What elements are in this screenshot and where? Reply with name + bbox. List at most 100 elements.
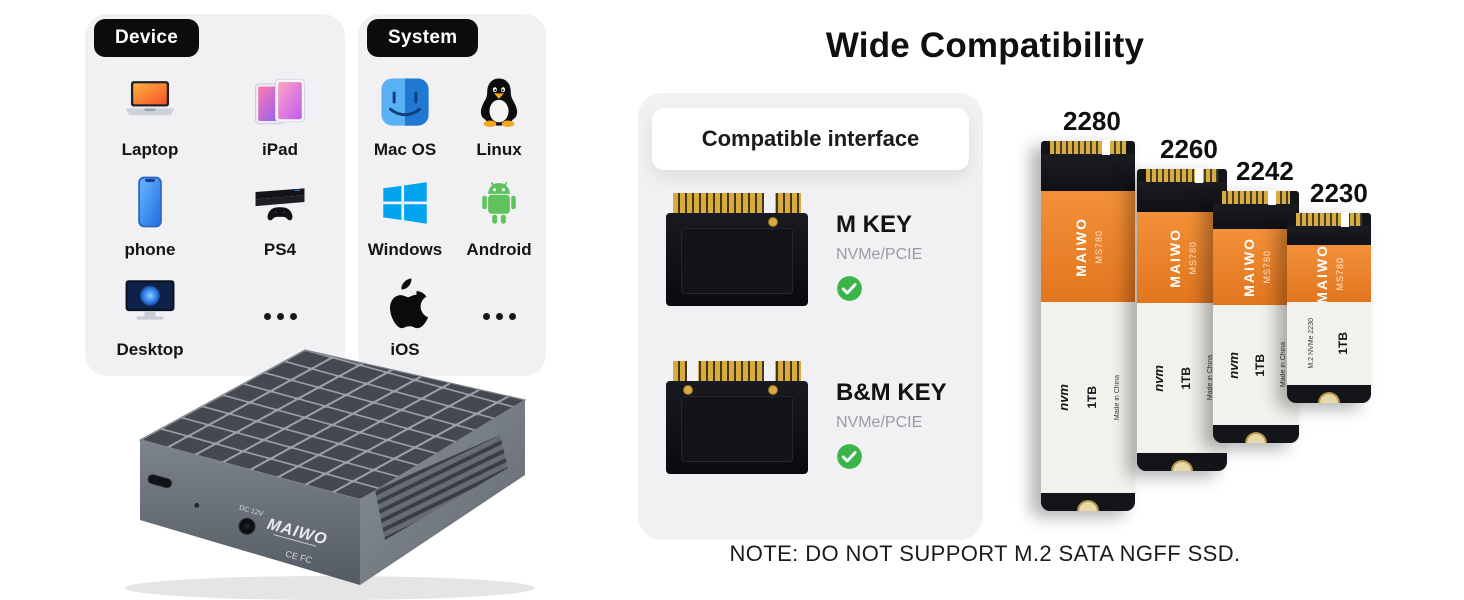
android-icon: [470, 173, 528, 231]
system-grid: Mac OS Linux Windows: [358, 66, 546, 366]
device-item-label: Laptop: [121, 139, 179, 159]
device-item-label: iPad: [262, 139, 298, 159]
ssd-2260: MAIWO MS780 nvm 1TB Made in China: [1137, 168, 1227, 471]
ssd-orange-label: MAIWO MS780: [1041, 191, 1135, 302]
system-item-ios: iOS: [358, 266, 452, 366]
device-item-label: phone: [124, 239, 176, 259]
system-item-windows: Windows: [358, 166, 452, 266]
system-item-android: Android: [452, 166, 546, 266]
ssd-pcb-bottom: [1137, 453, 1227, 471]
ssd-pcb: [1137, 182, 1227, 213]
device-item-ipad: iPad: [215, 66, 345, 166]
desktop-monitor-icon: [121, 273, 179, 331]
ssd-2242: MAIWO MS780 nvm 1TB Made in China: [1213, 190, 1299, 443]
interface-card-header: Compatible interface: [652, 108, 969, 170]
enclosure-device-image: DC 12V MAIWO CE FC: [125, 349, 535, 600]
ssd-size-label: 2260: [1160, 134, 1218, 164]
nvme-logo: nvm: [1150, 364, 1166, 392]
more-dots-icon: [263, 287, 297, 345]
system-card-title: System: [367, 19, 479, 57]
ssd-model: MS780: [1334, 256, 1345, 291]
smartphone-icon: [121, 173, 179, 231]
check-icon: [836, 443, 863, 470]
device-grid: Laptop iPad phone: [85, 66, 345, 366]
check-icon: [836, 275, 863, 302]
system-card: System Mac OS: [358, 14, 546, 376]
ssd-pcb: [1041, 154, 1135, 191]
tablet-icon: [251, 73, 309, 131]
key-type-label: M KEY: [836, 211, 913, 238]
page-title: Wide Compatibility: [825, 26, 1145, 65]
m-key-row: M KEY NVMe/PCIE: [666, 191, 923, 306]
ssd-made-in: Made in China: [1279, 342, 1287, 388]
note-text: NOTE: DO NOT SUPPORT M.2 SATA NGFF SSD.: [729, 541, 1241, 566]
led-hole: [194, 502, 200, 508]
key-subtitle: NVMe/PCIE: [836, 414, 923, 431]
ssd-pcb-bottom: [1041, 493, 1135, 511]
device-card-title: Device: [94, 19, 200, 57]
ssd-orange-label: MAIWO MS780: [1213, 229, 1299, 305]
device-card: Device Laptop iPad: [85, 14, 345, 376]
ssd-white-label: M.2 NVMe 2230 1TB: [1287, 302, 1371, 385]
ssd-pcb-bottom: [1287, 385, 1371, 403]
system-item-label: Linux: [476, 139, 522, 159]
ssd-capacity: 1TB: [1336, 332, 1350, 355]
device-item-label: Desktop: [116, 339, 184, 359]
ssd-pcb: [1287, 226, 1371, 245]
gold-fingers: [673, 359, 801, 383]
system-item-label: iOS: [390, 339, 420, 359]
key-subtitle: NVMe/PCIE: [836, 246, 923, 263]
linux-penguin-icon: [470, 73, 528, 131]
device-item-more: [215, 266, 345, 366]
ssd-model: MS780: [1093, 229, 1104, 264]
ssd-orange-label: MAIWO MS780: [1137, 212, 1227, 303]
ssd-size-label: 2280: [1063, 106, 1121, 136]
ssd-model: MS780: [1261, 250, 1272, 284]
ssd-brand: MAIWO: [1072, 216, 1089, 277]
ssd-brand: MAIWO: [1313, 245, 1330, 302]
usb-c-port: [147, 474, 173, 489]
system-item-more: [452, 266, 546, 366]
ssd-orange-label: MAIWO MS780: [1287, 245, 1371, 302]
ssd-2230: MAIWO MS780 M.2 NVMe 2230 1TB: [1287, 212, 1371, 403]
system-item-label: Mac OS: [373, 139, 437, 159]
enclosure-vents: [375, 435, 508, 540]
ssd-model: MS780: [1187, 240, 1198, 275]
enclosure-front-face: [140, 440, 360, 585]
ssd-size-label: 2230: [1310, 178, 1368, 208]
macos-finder-icon: [376, 73, 434, 131]
device-item-ps4: PS4: [215, 166, 345, 266]
compatible-interface-card: Compatible interface M KEY NVMe/PCIE: [638, 93, 983, 540]
ssd-gold-fingers: [1222, 190, 1290, 205]
system-item-label: Windows: [367, 239, 443, 259]
ssd-white-label: nvm 1TB Made in China: [1213, 304, 1299, 425]
system-item-macos: Mac OS: [358, 66, 452, 166]
ssd-white-label: nvm 1TB Made in China: [1137, 302, 1227, 453]
m-key-connector-image: [666, 191, 808, 306]
ssd-gold-fingers: [1146, 168, 1218, 183]
gold-fingers: [673, 191, 801, 215]
ssd-capacity: 1TB: [1085, 386, 1099, 409]
ssd-gold-fingers: [1296, 212, 1362, 227]
ssd-brand: MAIWO: [1166, 227, 1183, 288]
nvme-logo: nvm: [1225, 351, 1241, 379]
device-item-desktop: Desktop: [85, 266, 215, 366]
ssd-pcb: [1213, 204, 1299, 230]
apple-icon: [376, 273, 434, 331]
ssd-made-in: Made in China: [1113, 374, 1121, 421]
device-item-laptop: Laptop: [85, 66, 215, 166]
ssd-spec: M.2 NVMe 2230: [1308, 318, 1315, 369]
nvme-logo: nvm: [1055, 384, 1071, 411]
laptop-icon: [121, 73, 179, 131]
game-console-icon: [251, 173, 309, 231]
system-item-label: Android: [466, 239, 532, 259]
ssd-capacity: 1TB: [1253, 353, 1267, 377]
system-item-linux: Linux: [452, 66, 546, 166]
ssd-2280: MAIWO MS780 nvm 1TB Made in China: [1041, 140, 1135, 511]
ssd-white-label: nvm 1TB Made in China: [1041, 302, 1135, 493]
ssd-size-label: 2242: [1236, 156, 1294, 186]
bm-key-row: B&M KEY NVMe/PCIE: [666, 359, 947, 474]
key-type-label: B&M KEY: [836, 379, 947, 406]
bm-key-connector-image: [666, 359, 808, 474]
ssd-pcb-bottom: [1213, 425, 1299, 443]
